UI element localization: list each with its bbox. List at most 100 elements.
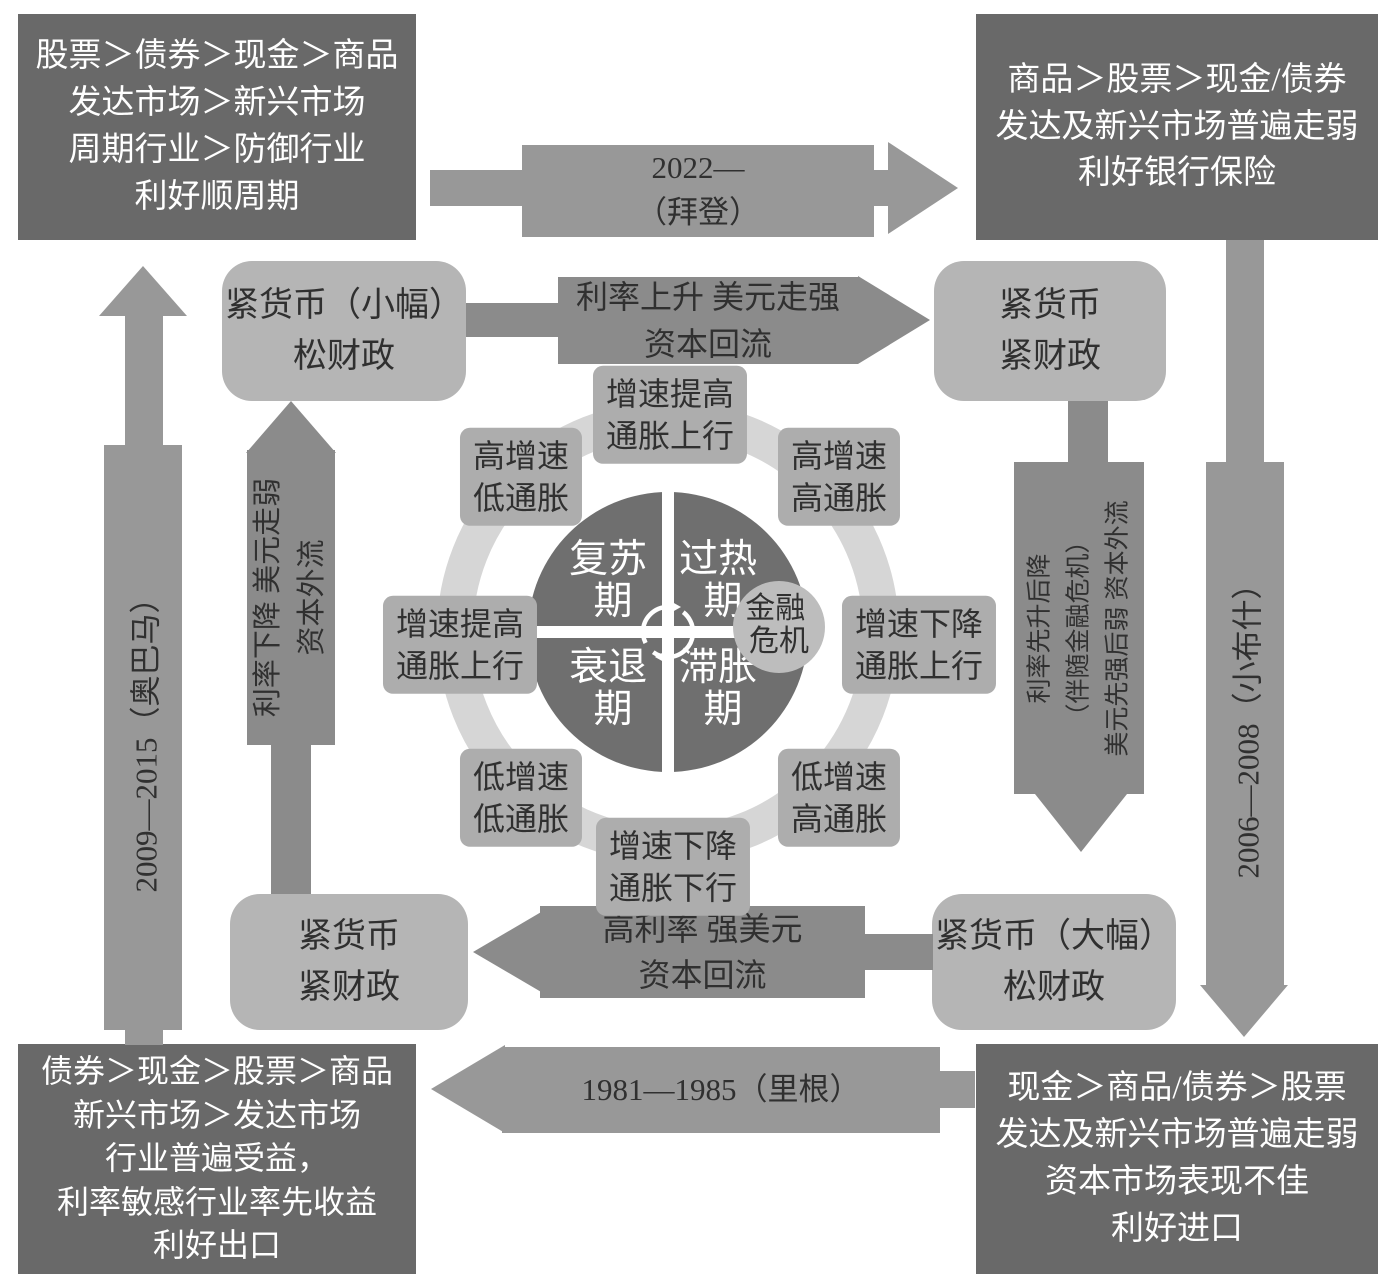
text-line: 利率下降 美元走弱 (252, 477, 285, 718)
policy-box-upper-left: 紧货币（小幅） 松财政 (222, 261, 466, 401)
text-line: 增速提高 (395, 605, 525, 642)
text-line: 1981—1985（里根） (581, 1071, 861, 1107)
arrow-shaft (940, 1071, 975, 1108)
text-line: 2006—2008（小布什） (1230, 568, 1266, 879)
arrowhead-left-icon (428, 1045, 505, 1133)
arrow-label: 2022— （拜登） (522, 145, 874, 237)
text-line: 松财政 (293, 338, 395, 375)
financial-crisis-circle (733, 581, 825, 673)
cycle-rotation-icon (640, 598, 696, 666)
text-line: 发达及新兴市场普遍走弱 (995, 108, 1359, 145)
text-line: （拜登） (636, 195, 760, 230)
text-line: 低增速 (790, 758, 888, 795)
arrowhead-down-icon (1200, 985, 1288, 1040)
text-line: 通胀下行 (608, 870, 738, 906)
arrow-shaft (125, 1030, 163, 1045)
text-line: 紧财政 (999, 338, 1101, 375)
arrow-label: 2009—2015（奥巴马） (104, 445, 182, 1030)
arrowhead-right-icon (888, 142, 961, 234)
arrow-shaft (1226, 240, 1264, 462)
financial-crisis-label: 金融 危机 (745, 592, 813, 658)
arrowhead-up-icon (99, 263, 187, 316)
text-line: 商品＞股票＞现金/债券 (1007, 61, 1347, 98)
text-line: 利好出口 (152, 1227, 281, 1264)
arrowhead-up-icon (246, 398, 336, 453)
arrow-label: 利率下降 美元走弱 资本外流 (247, 450, 335, 745)
text-line: 高利率 强美元 (602, 910, 803, 947)
arrow-shaft (874, 170, 890, 206)
stage-label-right: 增速下降 通胀上行 (841, 595, 997, 695)
arrow-label-text: 利率下降 美元走弱 资本外流 (248, 478, 335, 717)
text-line: 利率上升 美元走强 (575, 279, 840, 316)
arrow-shaft (863, 934, 933, 970)
stage-label-top: 增速提高 通胀上行 (592, 365, 748, 465)
text-line: 紧货币 (999, 287, 1101, 324)
text-line: 紧货币（大幅） (935, 918, 1173, 955)
text-line: 紧货币 (298, 918, 400, 955)
text-line: 新兴市场＞发达市场 (72, 1096, 361, 1133)
asset-ranking-box-bottom-right: 现金＞商品/债券＞股票 发达及新兴市场普遍走弱 资本市场表现不佳 利好进口 (976, 1044, 1378, 1274)
arrowhead-down-icon (1035, 794, 1127, 855)
arrow-shaft (1068, 401, 1108, 462)
text-line: 资本回流 (638, 957, 767, 993)
asset-ranking-box-bottom-left: 债券＞现金＞股票＞商品 新兴市场＞发达市场 行业普遍受益， 利率敏感行业率先收益… (18, 1044, 416, 1274)
text-line: 利率敏感行业率先收益 (56, 1183, 377, 1220)
stage-label-bottom-right: 低增速 高通胀 (777, 748, 901, 848)
arrowhead-right-icon (858, 276, 933, 364)
text-line: 2009—2015（奥巴马） (128, 582, 164, 893)
arrow-shaft (430, 170, 525, 206)
text-line: 通胀上行 (395, 648, 525, 684)
text-line: 发达及新兴市场普遍走弱 (995, 1117, 1359, 1154)
text-line: 低通胀 (472, 801, 570, 837)
text-line: 资本市场表现不佳 (1045, 1164, 1309, 1200)
text-line: 松财政 (1003, 969, 1105, 1006)
stage-label-left: 增速提高 通胀上行 (382, 595, 538, 695)
text-line: 资本外流 (296, 539, 329, 656)
arrow-label: 利率先升后降 （伴随金融危机） 美元先强后弱 资本外流 (1014, 462, 1144, 794)
text-line: 高增速 (790, 437, 888, 474)
stage-label-top-right: 高增速 高通胀 (777, 427, 901, 527)
text-line: 高增速 (472, 437, 570, 474)
policy-box-upper-right: 紧货币 紧财政 (934, 261, 1166, 401)
text-line: 高通胀 (790, 801, 888, 837)
text-line: 发达市场＞新兴市场 (68, 85, 366, 122)
text-line: 低增速 (472, 758, 570, 795)
text-line: 紧货币（小幅） (225, 287, 463, 324)
text-line: 2022— (651, 150, 745, 186)
stage-label-bottom: 增速下降 通胀下行 (595, 817, 751, 917)
text-line: 紧财政 (298, 969, 400, 1006)
text-line: 美元先强后弱 资本外流 (1104, 499, 1132, 757)
arrow-shaft (271, 745, 311, 894)
arrow-label-text: 利率先升后降 （伴随金融危机） 美元先强后弱 资本外流 (1021, 500, 1138, 756)
text-line: 股票＞债券＞现金＞商品 (35, 38, 399, 75)
text-line: 行业普遍受益， (104, 1140, 329, 1177)
asset-ranking-box-top-right: 商品＞股票＞现金/债券 发达及新兴市场普遍走弱 利好银行保险 (976, 14, 1378, 240)
text-line: 增速下降 (854, 605, 984, 642)
text-line: 利好顺周期 (134, 178, 300, 215)
text-line: 通胀上行 (854, 648, 984, 684)
text-line: 通胀上行 (605, 418, 735, 454)
quadrant-recovery: 复苏 期 (569, 538, 657, 623)
text-line: 资本回流 (643, 325, 772, 362)
quadrant-recession: 衰退 期 (569, 646, 657, 731)
policy-box-lower-left: 紧货币 紧财政 (230, 894, 468, 1030)
policy-box-lower-right: 紧货币（大幅） 松财政 (932, 894, 1176, 1030)
stage-label-top-left: 高增速 低通胀 (459, 427, 583, 527)
arrow-label: 2006—2008（小布什） (1206, 462, 1284, 985)
text-line: 周期行业＞防御行业 (68, 132, 366, 168)
text-line: 低通胀 (472, 480, 570, 516)
text-line: 利好进口 (1111, 1210, 1243, 1247)
asset-ranking-box-top-left: 股票＞债券＞现金＞商品 发达市场＞新兴市场 周期行业＞防御行业 利好顺周期 (18, 14, 416, 240)
text-line: 债券＞现金＞股票＞商品 (40, 1053, 393, 1090)
text-line: 利好银行保险 (1078, 155, 1276, 192)
text-line: （伴随金融危机） (1065, 527, 1093, 729)
arrow-shaft (466, 303, 561, 337)
arrowhead-left-icon (470, 908, 548, 996)
arrow-label: 高利率 强美元 资本回流 (540, 906, 865, 998)
arrow-label: 1981—1985（里根） (502, 1047, 940, 1133)
stage-label-bottom-left: 低增速 低通胀 (459, 748, 583, 848)
text-line: 高通胀 (790, 480, 888, 516)
arrow-shaft (125, 313, 163, 445)
arrow-label: 利率上升 美元走强 资本回流 (558, 277, 858, 364)
